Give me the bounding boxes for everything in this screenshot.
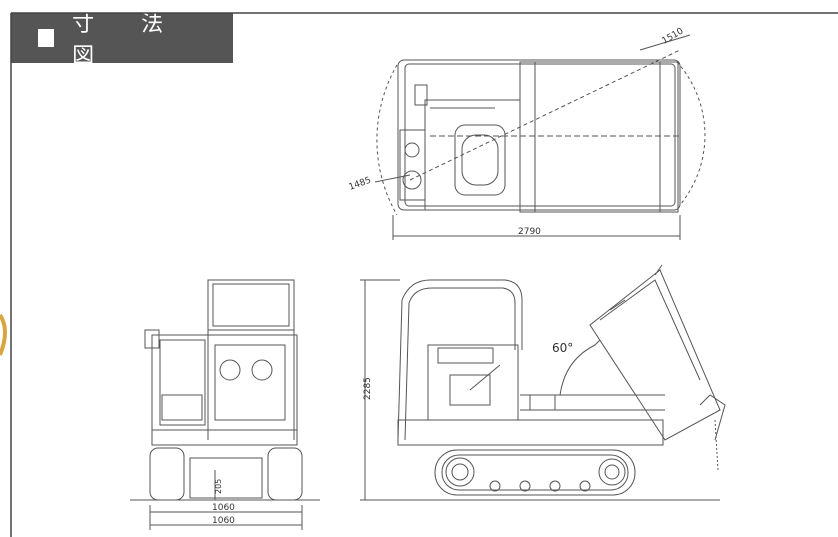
dim-total-length: 2790 xyxy=(518,227,541,237)
front-view xyxy=(130,279,320,530)
dim-radius-1: 1510 xyxy=(661,26,686,46)
dim-angle: 60° xyxy=(552,341,573,355)
dim-ground: 205 xyxy=(214,479,223,494)
section-title: 寸 法 図 xyxy=(72,12,184,69)
top-view xyxy=(374,34,706,240)
side-view xyxy=(360,264,726,501)
bullet-square-icon xyxy=(38,29,55,47)
dim-height: 2285 xyxy=(363,377,373,400)
dim-width-inner: 1060 xyxy=(212,503,235,513)
dim-radius-2: 1485 xyxy=(348,176,373,193)
edge-mark xyxy=(0,313,7,356)
section-header: 寸 法 図 xyxy=(11,12,233,69)
dim-width-outer: 1060 xyxy=(212,516,235,526)
